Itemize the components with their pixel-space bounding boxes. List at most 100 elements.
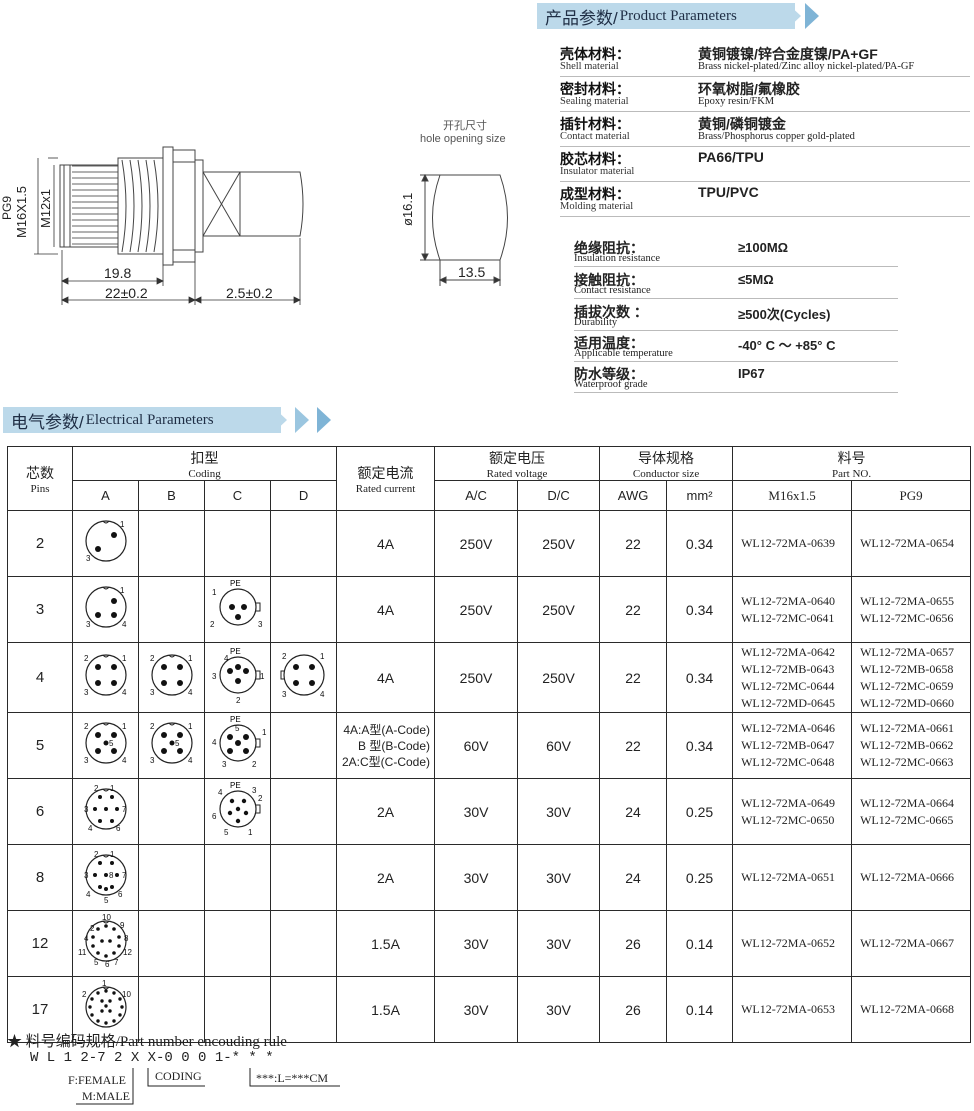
part-pg9-cell: WL12-72MA-0668 [851,976,972,1043]
part-number: WL12-72MC-0650 [741,812,835,827]
ac-cell: 60V [434,712,519,779]
part-number: WL12-72MA-0666 [860,870,955,884]
svg-text:2: 2 [94,850,99,859]
svg-text:3: 3 [84,756,89,765]
header-coding-b: B [138,480,205,511]
pins-cell: 3 [7,576,73,643]
pe-label: PE [230,715,241,724]
svg-text:4: 4 [218,788,223,797]
mm2-cell: 0.34 [666,576,734,643]
electrical-banner-zh: 电气参数/ [11,412,84,432]
svg-text:9: 9 [120,921,125,930]
svg-text:3: 3 [258,620,263,629]
dc-cell: 250V [517,510,601,577]
part-number: WL12-72MA-0668 [860,1002,955,1016]
ac-cell: 30V [434,778,519,845]
rule-code: W L 1 2-7 2 X X-0 0 0 1-* * * [30,1050,274,1066]
rule-coding: CODING [155,1069,202,1083]
material-label-en: Shell material [560,61,619,72]
spec-label-zh: 防水等级： [574,366,644,382]
rule-length: ***:L=***CM [256,1071,329,1085]
current-line: B 型(B-Code) [358,738,431,753]
coding-d-cell [269,510,338,577]
coding-d-cell [269,712,338,779]
svg-text:3: 3 [86,620,91,629]
mm2-cell: 0.34 [666,510,734,577]
svg-text:8: 8 [109,871,114,880]
svg-text:5: 5 [94,958,99,967]
header-dc: D/C [517,480,601,511]
svg-text:1: 1 [110,784,115,793]
product-banner-en: Product Parameters [619,7,737,24]
coding-c-cell [204,910,271,977]
awg-cell: 26 [599,910,668,977]
pins-cell: 4 [7,642,73,713]
part-number: WL12-72MC-0659 [860,678,954,693]
coding-d-cell [269,910,338,977]
electrical-banner-chevrons [273,407,363,433]
svg-text:5: 5 [109,739,114,748]
spec-label-zh: 适用温度： [574,335,644,351]
current-cell: 1.5A [336,976,436,1043]
coding-d-cell [269,576,338,643]
current-cell: 4A:A型(A-Code)B 型(B-Code)2A:C型(C-Code) [336,712,436,779]
part-number: WL12-72MC-0648 [741,755,835,769]
material-label-zh: 壳体材料： [560,46,630,62]
electrical-params-banner: 电气参数/Electrical Parameters [3,407,281,433]
part-m16-cell: WL12-72MA-0639 [732,510,853,577]
svg-text:1: 1 [212,588,217,597]
coding-c-cell [204,510,271,577]
svg-text:3: 3 [84,688,89,697]
material-label-en: Sealing material [560,96,629,107]
svg-text:1: 1 [120,520,125,529]
awg-cell: 24 [599,778,668,845]
svg-text:3: 3 [150,756,155,765]
material-value-zh: PA66/TPU [698,149,764,165]
dc-cell: 30V [517,910,601,977]
material-label-zh: 插针材料： [560,116,630,132]
svg-text:4: 4 [86,890,91,899]
coding-b-cell [138,510,205,577]
ac-cell: 30V [434,910,519,977]
svg-text:1: 1 [262,728,267,737]
ac-cell: 250V [434,576,519,643]
pins-cell: 8 [7,844,73,911]
part-number: WL12-72MA-0640 [741,593,836,608]
part-pg9-cell: WL12-72MA-0654 [851,510,972,577]
part-number: WL12-72MA-0667 [860,936,955,950]
dc-cell: 30V [517,778,601,845]
svg-text:3: 3 [222,760,227,769]
svg-text:4: 4 [188,756,193,765]
part-number: WL12-72MD-0660 [860,695,955,710]
coding-d-cell [269,778,338,845]
svg-text:6: 6 [212,812,217,821]
part-m16-cell: WL12-72MA-0653 [732,976,853,1043]
rule-male: M:MALE [82,1089,130,1103]
current-cell: 2A [336,778,436,845]
svg-text:1: 1 [320,652,325,661]
spec-value: -40° C ～ +85° C [738,338,836,353]
svg-text:6: 6 [116,824,121,833]
part-number: WL12-72MB-0643 [741,661,835,676]
coding-c-cell [204,844,271,911]
part-number: WL12-72MA-0657 [860,644,955,659]
svg-text:3: 3 [150,688,155,697]
material-value-zh: 环氧树脂/氟橡胶 [698,81,800,97]
